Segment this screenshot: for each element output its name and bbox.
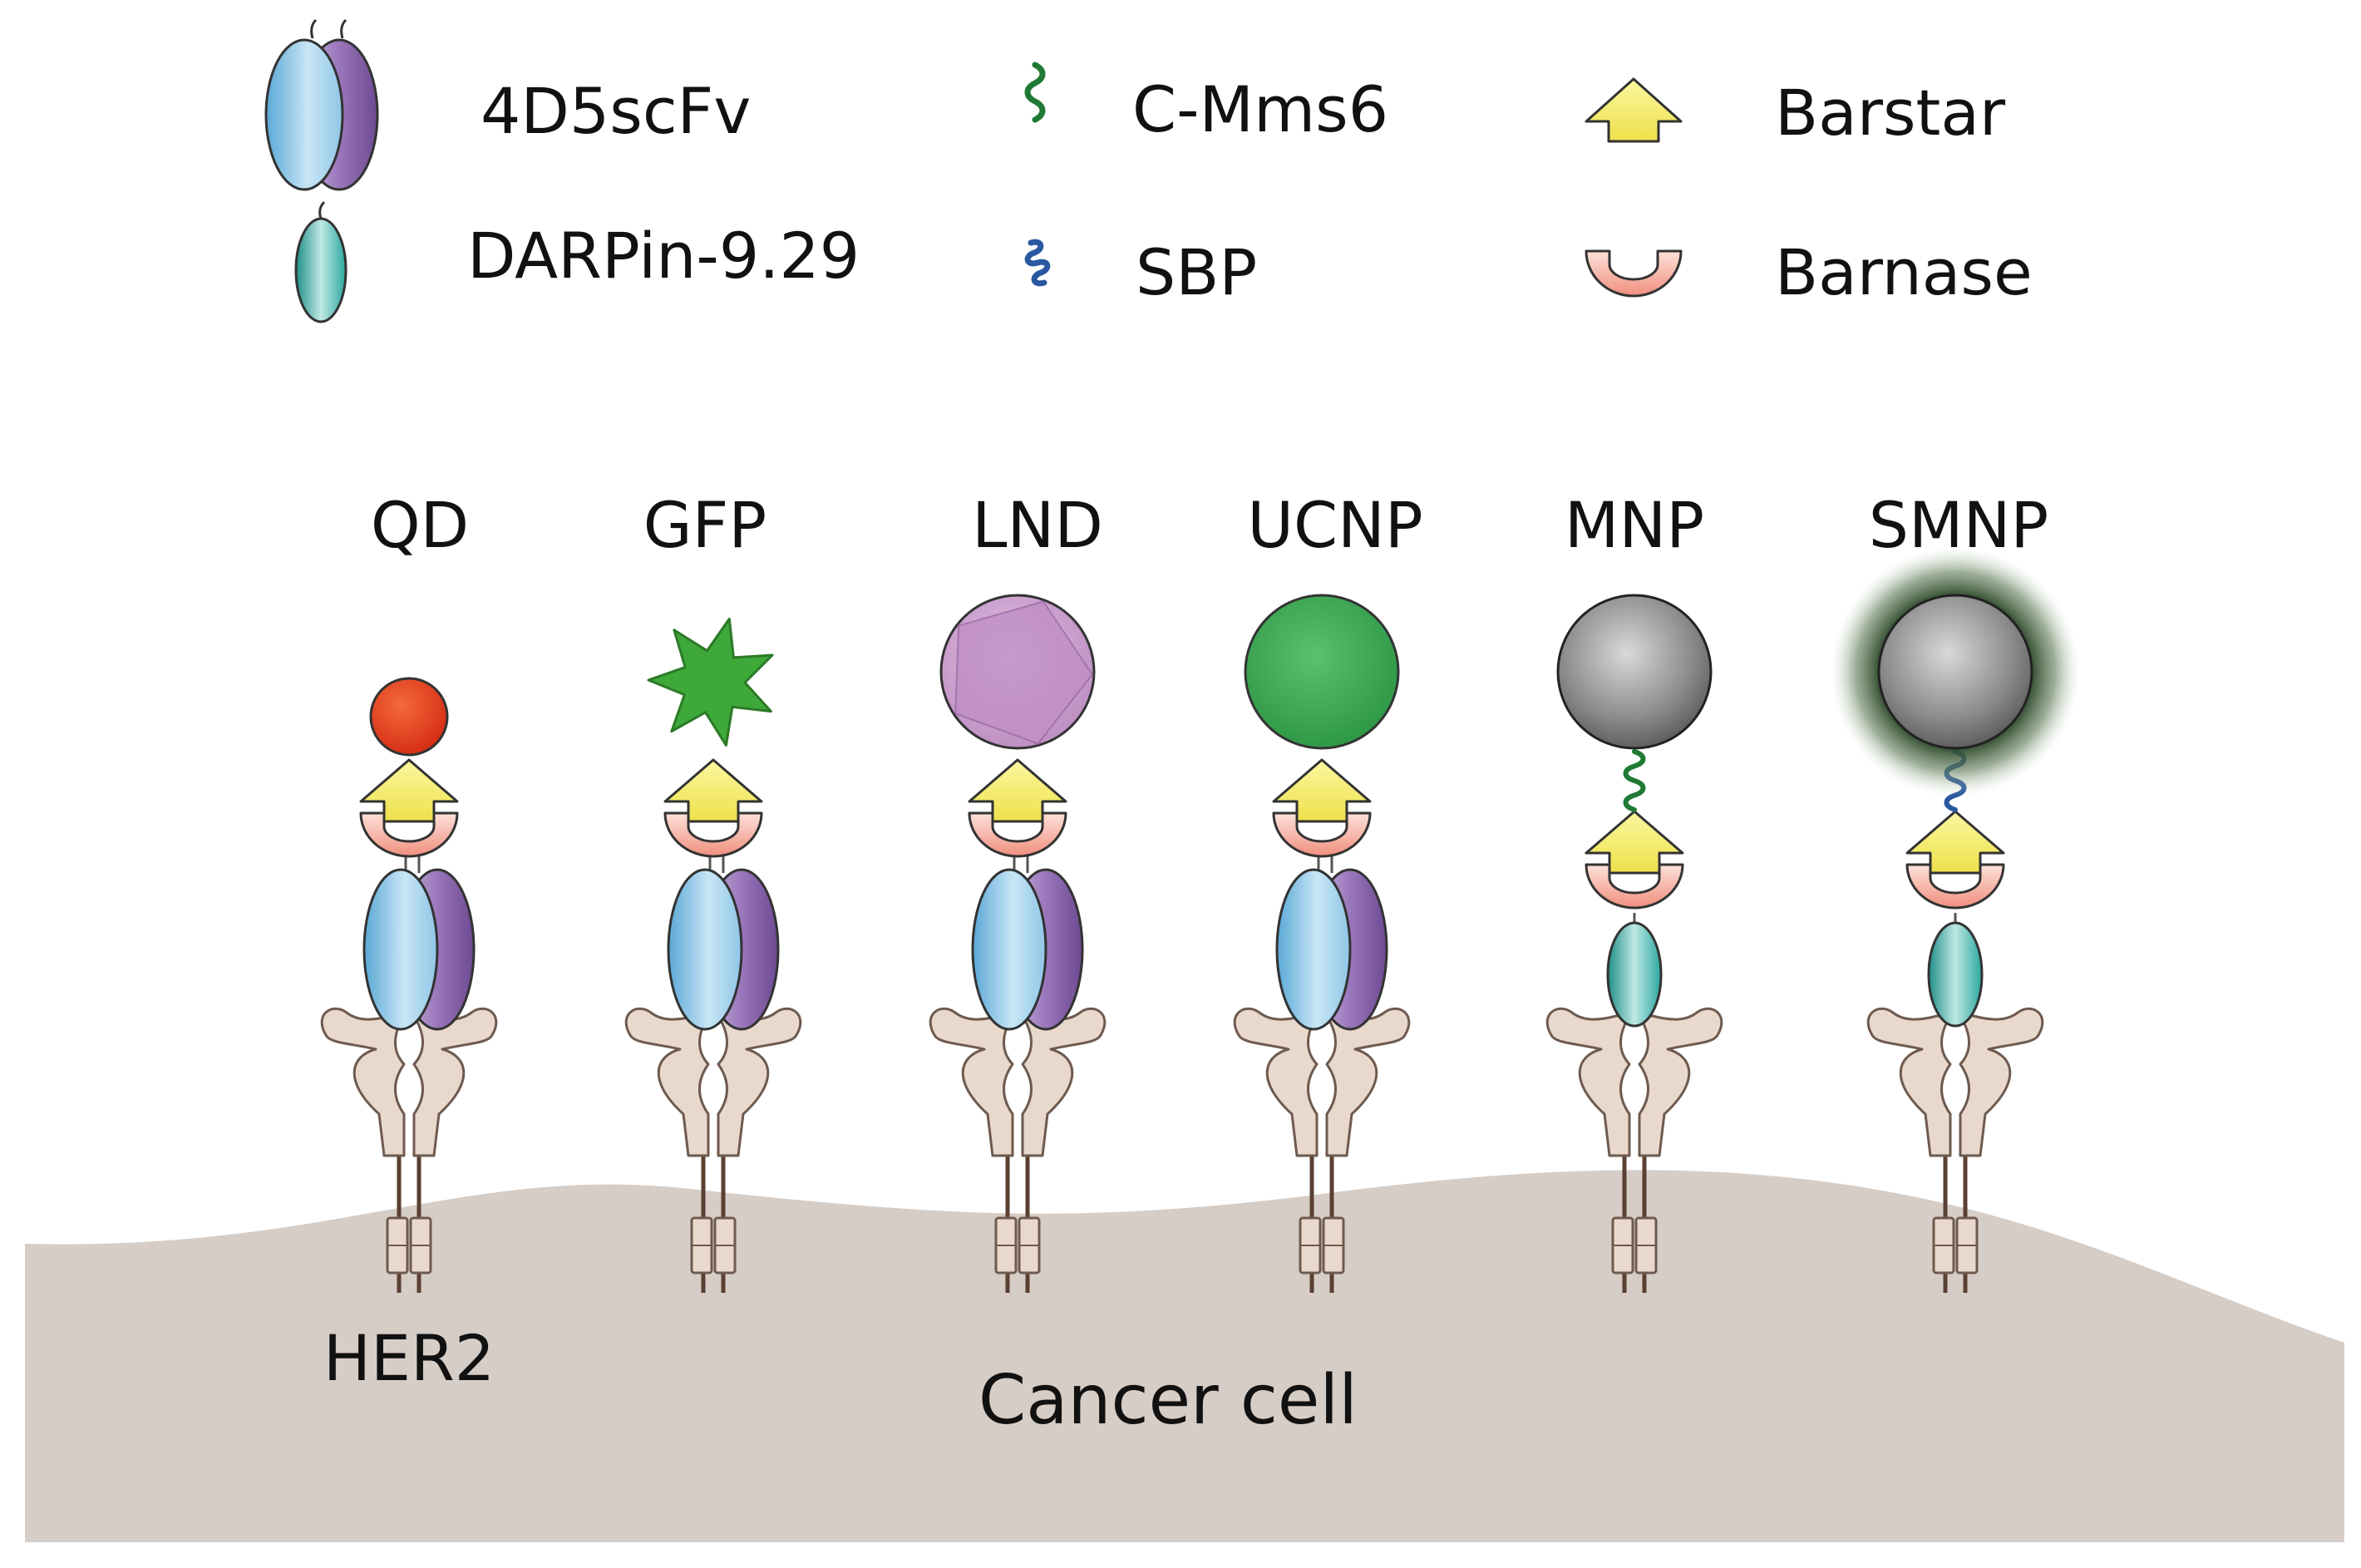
- barnase: [968, 811, 1067, 858]
- legend-label-scfv: 4D5scFv: [481, 74, 751, 148]
- scfv-light-chain: [667, 868, 743, 1031]
- her2-receptor: [320, 1007, 498, 1293]
- construct-label-mnp: MNP: [1565, 488, 1704, 562]
- ucnp-particle: [1244, 594, 1400, 750]
- her2-domain: [929, 1007, 1014, 1157]
- construct-smnp: [1831, 547, 2080, 1293]
- cancer-cell-body: [25, 1170, 2344, 1542]
- her2-domain: [1545, 1007, 1631, 1157]
- barnase: [1905, 863, 2005, 910]
- mnp-particle: [1556, 594, 1713, 750]
- construct-lnd: [929, 594, 1107, 1293]
- lnd-pentagon: [954, 600, 1094, 745]
- her2-receptor: [1233, 1007, 1411, 1293]
- her2-receptor: [1866, 1007, 2044, 1293]
- her2-receptor: [1545, 1007, 1723, 1293]
- darpin: [1927, 921, 1984, 1028]
- barnase-icon: [1585, 249, 1683, 298]
- construct-label-qd: QD: [371, 488, 469, 562]
- construct-label-lnd: LND: [972, 488, 1103, 562]
- darpin: [1606, 921, 1663, 1028]
- barstar: [1585, 810, 1684, 875]
- c-mms6-icon: [1024, 62, 1046, 123]
- legend-label-barstar: Barstar: [1775, 76, 2006, 150]
- her2-domain: [1866, 1007, 1952, 1157]
- construct-labels: QD GFP LND UCNP MNP SMNP: [371, 488, 2048, 562]
- her2-label: HER2: [323, 1321, 495, 1395]
- c-mms6-linker: [1623, 749, 1646, 812]
- barstar: [1905, 810, 2005, 875]
- barnase: [1585, 863, 1684, 910]
- construct-qd: [320, 677, 498, 1293]
- cancer-cell-label: Cancer cell: [978, 1361, 1358, 1440]
- barstar: [968, 758, 1067, 823]
- construct-gfp: [624, 617, 802, 1293]
- her2-receptor: [929, 1007, 1107, 1293]
- smnp-particle: [1877, 594, 2033, 750]
- construct-ucnp: [1233, 594, 1411, 1293]
- scfv-light-chain: [362, 868, 439, 1031]
- legend-label-sbp: SBP: [1136, 235, 1257, 309]
- legend-label-c-mms6: C-Mms6: [1132, 72, 1388, 146]
- scfv-light-chain: [1275, 868, 1352, 1031]
- her2-domain: [717, 1007, 802, 1157]
- scfv-icon: [264, 18, 379, 191]
- barnase: [663, 811, 763, 858]
- barstar: [359, 758, 459, 823]
- her2-domain: [1021, 1007, 1107, 1157]
- her2-domain: [412, 1007, 498, 1157]
- legend: 4D5scFv DARPin-9.29 C-Mms6 SBP Barstar B…: [264, 18, 2033, 323]
- her2-domain: [1959, 1007, 2044, 1157]
- scfv-light-chain: [971, 868, 1047, 1031]
- construct-mnp: [1545, 594, 1723, 1293]
- gfp-star: [647, 617, 774, 747]
- her2-domain: [1233, 1007, 1319, 1157]
- her2-domain: [1638, 1007, 1723, 1157]
- construct-label-gfp: GFP: [643, 488, 766, 562]
- legend-label-barnase: Barnase: [1775, 235, 2033, 309]
- construct-label-ucnp: UCNP: [1247, 488, 1422, 562]
- barnase: [359, 811, 459, 858]
- her2-domain: [320, 1007, 406, 1157]
- barstar: [663, 758, 763, 823]
- barnase: [1272, 811, 1372, 858]
- quantum-dot: [369, 677, 449, 757]
- legend-label-darpin: DARPin-9.29: [467, 219, 860, 293]
- her2-receptor: [624, 1007, 802, 1293]
- darpin-icon: [294, 200, 347, 323]
- barstar-icon: [1585, 77, 1683, 143]
- constructs-group: [320, 547, 2080, 1293]
- barstar: [1272, 758, 1372, 823]
- her2-domain: [1325, 1007, 1411, 1157]
- sbp-icon: [1024, 239, 1051, 287]
- her2-domain: [624, 1007, 710, 1157]
